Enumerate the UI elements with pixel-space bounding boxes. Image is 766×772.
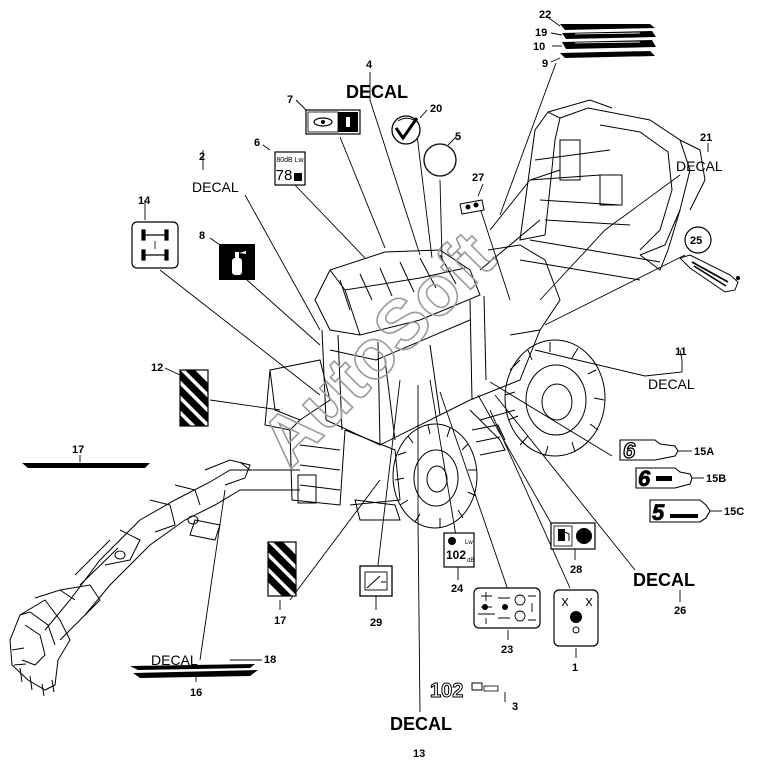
callout-11: 11 (675, 346, 687, 358)
decal-29-box (359, 565, 393, 597)
callout-10: 10 (533, 41, 545, 53)
decal-15c: 5 (649, 499, 711, 525)
decal-labels: DECAL DECAL DECAL DECAL DECAL DECAL DECA… (151, 82, 723, 734)
decal-3-value: 102 (430, 680, 463, 702)
callout-28: 28 (570, 564, 582, 576)
callout-6: 6 (254, 137, 260, 149)
callout-15c: 15C (724, 506, 744, 518)
decal-15a-number: 6 (623, 438, 636, 463)
callout-14: 14 (138, 195, 151, 207)
callout-19: 19 (535, 27, 547, 39)
decal-27 (459, 199, 485, 215)
decal-8-box (219, 244, 255, 280)
decal-label-26: DECAL (633, 570, 695, 590)
backhoe-bucket (9, 589, 76, 697)
decal-24-unit: dB (467, 558, 474, 564)
decal-15b: 6 (635, 466, 693, 491)
backhoe-loader (9, 99, 706, 697)
decal-label-13: DECAL (390, 714, 452, 734)
callout-5: 5 (455, 131, 461, 143)
decal-label-2: DECAL (192, 179, 239, 195)
callout-16: 16 (190, 687, 202, 699)
callout-8: 8 (199, 230, 205, 242)
callout-13: 13 (413, 748, 425, 760)
decal-15a: 6 (619, 437, 679, 464)
decal-23-box (473, 587, 541, 629)
callout-2: 2 (199, 151, 205, 163)
callout-20: 20 (430, 103, 442, 115)
callout-12: 12 (151, 362, 163, 374)
callout-18: 18 (264, 654, 276, 666)
loader-arm (479, 99, 706, 336)
chassis (264, 329, 541, 521)
decal-stripes-22-19-10-9 (560, 24, 656, 58)
fire-extinguisher-icon (232, 251, 246, 275)
decal-15c-number: 5 (652, 500, 665, 525)
callouts: 22 19 10 9 4 7 20 5 6 2 21 27 14 8 25 11… (72, 9, 744, 760)
decal-12-hazard (179, 369, 209, 427)
decal-6-value: 78 (276, 167, 293, 184)
axle-lock-icon (141, 229, 169, 261)
decal-28-box (550, 522, 596, 550)
decal-20 (391, 115, 421, 145)
callout-15b: 15B (706, 473, 726, 485)
watermark: AutoSoft (245, 217, 509, 481)
backhoe-boom (44, 459, 300, 641)
callout-4: 4 (366, 59, 373, 71)
decal-16-stripe (133, 670, 258, 678)
rear-wheel (504, 339, 606, 457)
callout-22: 22 (539, 9, 551, 21)
decal-7-box (305, 109, 361, 135)
decal-6-box: 80dB Lw 78 (274, 151, 306, 186)
decal-6-top-text: 80dB Lw (276, 157, 304, 164)
decal-15b-number: 6 (638, 466, 651, 491)
bolt-socket-icon (313, 117, 350, 127)
callout-1: 1 (572, 662, 578, 674)
decal-17-stripe (22, 463, 150, 468)
callout-24: 24 (451, 583, 464, 595)
decal-25 (679, 226, 740, 293)
callout-26: 26 (674, 605, 686, 617)
check-mark-icon (394, 117, 419, 141)
callout-25: 25 (690, 235, 702, 247)
decal-14-box (131, 221, 179, 269)
decal-24-box: Lw 102 dB (443, 532, 475, 568)
fuel-icon (558, 529, 570, 541)
callout-23: 23 (501, 644, 513, 656)
decal-label-4: DECAL (346, 82, 408, 102)
front-wheel (392, 423, 478, 529)
cab (314, 249, 487, 446)
callout-17-bottom: 17 (274, 615, 286, 627)
callout-15a: 15A (694, 446, 714, 458)
decal-18-stripe (130, 664, 255, 670)
callout-27: 27 (472, 172, 484, 184)
callout-17-left: 17 (72, 444, 84, 456)
callout-21: 21 (700, 132, 712, 144)
decal-24-top-text: Lw (465, 540, 473, 546)
leader-lines (79, 15, 722, 713)
callout-9: 9 (542, 58, 548, 70)
callout-29: 29 (370, 617, 382, 629)
decal-label-11: DECAL (648, 376, 695, 392)
decal-3: 102 (430, 680, 499, 703)
decal-24-value: 102 (446, 548, 466, 562)
decal-5-circle (423, 143, 457, 177)
decal-1-box (553, 589, 599, 647)
callout-7: 7 (287, 94, 293, 106)
decal-label-21: DECAL (676, 158, 723, 174)
callout-3: 3 (512, 701, 518, 713)
decal-17b-hazard (267, 541, 297, 597)
decal-label-18: DECAL (151, 652, 198, 668)
